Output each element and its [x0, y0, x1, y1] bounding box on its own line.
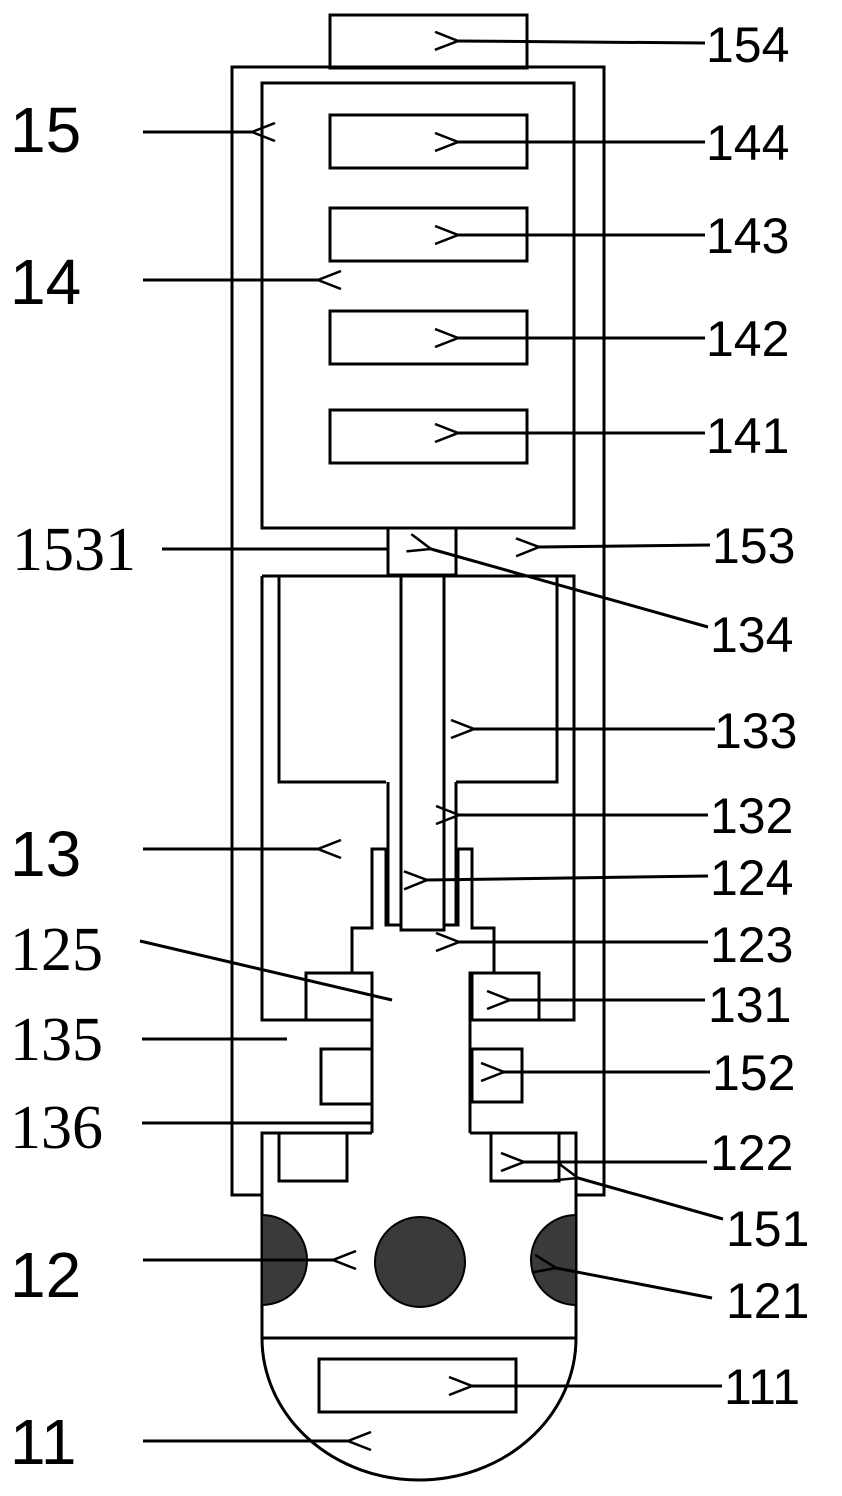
labels: 154 15 144 143 14 142 141 1531 153 134 1… [10, 17, 809, 1478]
label-1531: 1531 [12, 516, 136, 584]
label-141: 141 [706, 408, 789, 464]
block-131-right [470, 971, 541, 1022]
label-143: 143 [706, 208, 789, 264]
label-12: 12 [10, 1239, 81, 1311]
tip-11 [260, 1337, 578, 1482]
leader-134 [431, 549, 709, 629]
label-152: 152 [712, 1045, 795, 1101]
label-111: 111 [724, 1359, 800, 1415]
block-122-left [277, 1131, 349, 1183]
label-11: 11 [10, 1406, 76, 1478]
label-151: 151 [726, 1201, 809, 1257]
connector-1531 [386, 526, 458, 577]
label-123: 123 [710, 917, 793, 973]
label-133: 133 [714, 703, 797, 759]
leader-124 [427, 876, 709, 880]
block-152 [470, 1047, 524, 1104]
inner-housing-13-left-wall [277, 576, 386, 784]
rod-124 [399, 574, 446, 932]
label-13: 13 [10, 818, 81, 890]
body-12 [260, 1131, 578, 1340]
leader-153 [539, 545, 711, 547]
block-131-left [304, 971, 374, 1022]
block-136 [319, 1047, 374, 1106]
label-121: 121 [726, 1273, 809, 1329]
module-141 [328, 408, 529, 465]
inner-housing-13-right-wall [456, 576, 559, 784]
label-131: 131 [708, 977, 791, 1033]
leader-lines [139, 41, 724, 1441]
label-124: 124 [710, 850, 793, 906]
label-142: 142 [706, 311, 789, 367]
leader-125 [139, 939, 393, 1002]
label-135: 135 [10, 1006, 103, 1074]
label-153: 153 [712, 518, 795, 574]
label-144: 144 [706, 115, 789, 171]
label-14: 14 [10, 246, 81, 318]
leader-154 [458, 41, 706, 43]
label-132: 132 [710, 788, 793, 844]
label-134: 134 [710, 607, 793, 663]
outer-housing-15 [230, 65, 606, 1197]
ball-121-right [530, 1213, 577, 1307]
leader-121 [556, 1268, 713, 1300]
block-122-right [489, 1131, 561, 1183]
structure [230, 13, 606, 1482]
label-15: 15 [10, 94, 81, 166]
label-136: 136 [10, 1094, 103, 1162]
ball-121-center [374, 1216, 466, 1308]
leader-151 [578, 1178, 724, 1221]
label-122: 122 [710, 1125, 793, 1181]
label-154: 154 [706, 17, 789, 73]
label-125: 125 [10, 916, 103, 984]
